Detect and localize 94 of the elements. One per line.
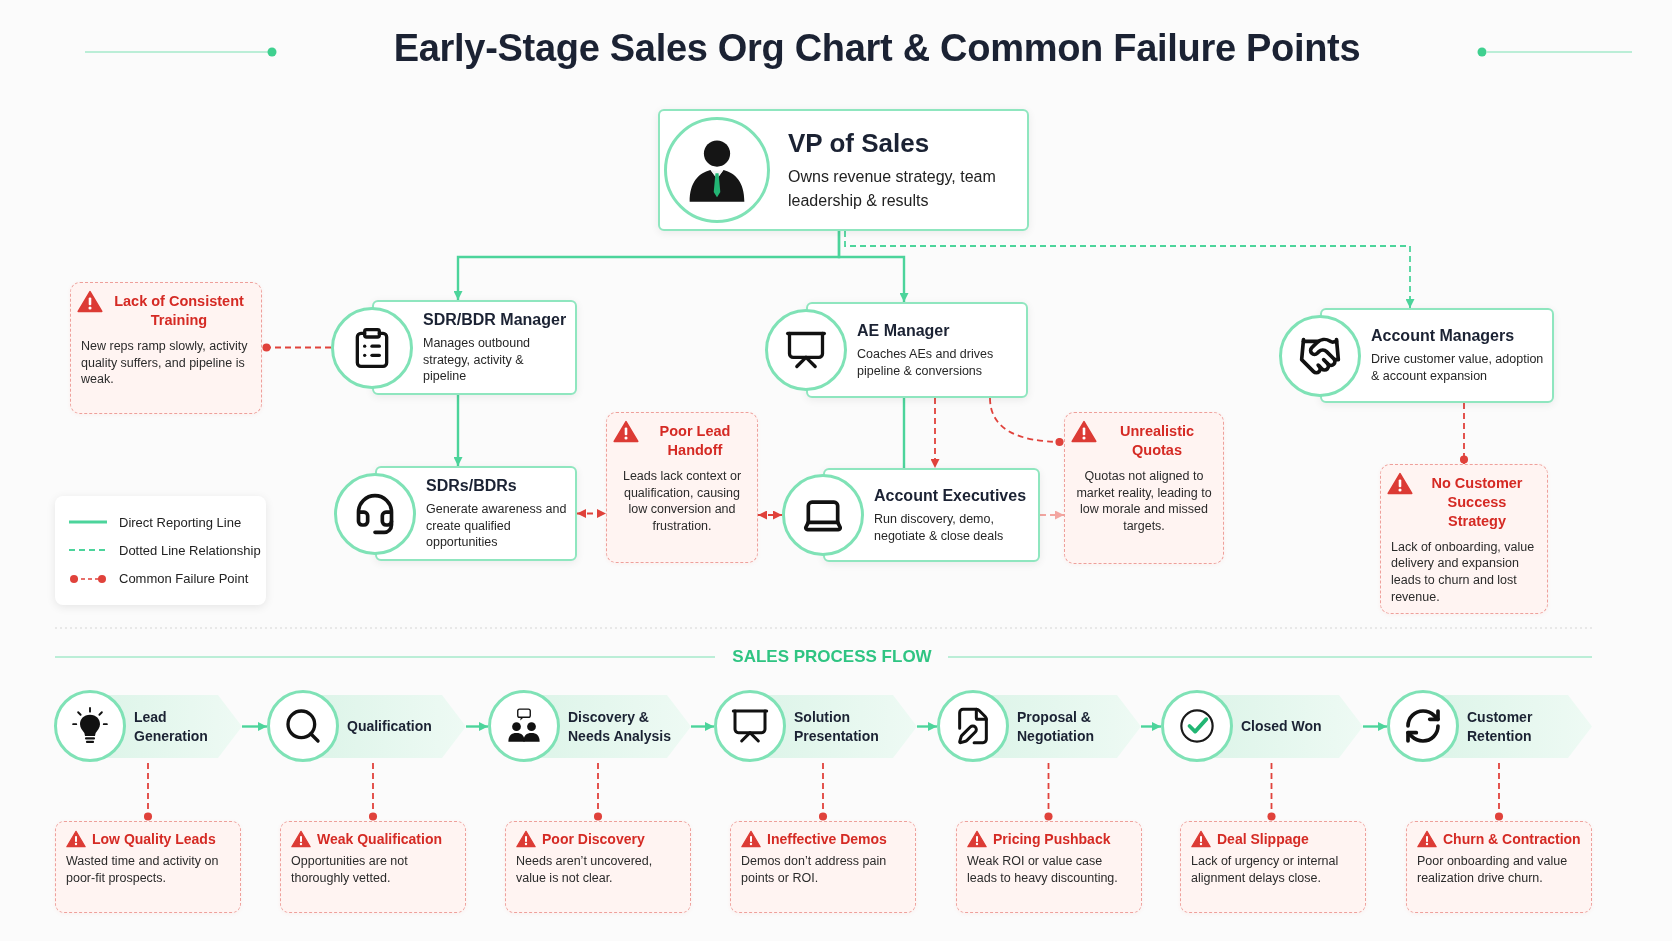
arrow (453, 395, 463, 466)
failure-description: Lack of onboarding, value delivery and expansion leads to churn and lost revenue. (1391, 538, 1536, 607)
failure-card (956, 821, 1142, 913)
diagram-title: Early-Stage Sales Org Chart & Common Failure Points (393, 26, 1361, 71)
role-description: Manages outbound strategy, activity & pipeline (423, 334, 532, 386)
failure-card (55, 821, 241, 913)
legend-label: Dotted Line Relationship (119, 543, 261, 558)
dashed-connector (143, 762, 153, 822)
legend-label: Common Failure Point (119, 571, 249, 587)
role-card (334, 466, 577, 561)
arrow (466, 722, 488, 731)
failure-title: Low Quality Leads (92, 830, 216, 849)
failure-card (1380, 464, 1548, 614)
failure-title: No Customer Success Strategy (1430, 474, 1524, 531)
failure-card (1064, 412, 1224, 564)
dashed-connector (1039, 510, 1065, 520)
arrow (917, 722, 937, 731)
dashed-connector (989, 397, 1065, 446)
failure-card (730, 821, 916, 913)
role-description: Coaches AEs and drives pipeline & conversions (857, 345, 995, 380)
dashed-connector (261, 343, 332, 352)
role-title: Account Executives (874, 485, 1028, 506)
step-label: Discovery & Needs Analysis (568, 708, 672, 745)
connector-line (902, 398, 906, 468)
failure-title: Deal Slippage (1217, 830, 1309, 849)
dashed-connector (593, 762, 603, 822)
step-label: Qualification (347, 717, 432, 736)
failure-card (280, 821, 466, 913)
arrow (1363, 722, 1387, 731)
role-card (658, 109, 1029, 231)
failure-description: Leads lack context or qualification, causing low conversion and frustration. (621, 467, 743, 536)
failure-description: Poor onboarding and value realization drive churn. (1417, 853, 1569, 887)
failure-description: Weak ROI or value case leads to heavy discounting. (967, 853, 1119, 887)
failure-description: Opportunities are not thoroughly vetted. (291, 853, 409, 887)
dashed-connector (576, 509, 607, 518)
role-card (782, 468, 1040, 562)
failure-card (606, 412, 758, 563)
role-description: Owns revenue strategy, team leadership & results (788, 167, 997, 211)
failure-title: Lack of Consistent Training (113, 292, 245, 330)
step-label: Lead Generation (134, 708, 209, 745)
process-step (488, 690, 691, 763)
failure-title: Churn & Contraction (1443, 830, 1581, 849)
dashed-connector (368, 762, 378, 822)
role-card (331, 300, 577, 395)
failure-title: Poor Discovery (542, 830, 645, 849)
dashed-connector (1267, 762, 1276, 822)
dashed-connector (930, 397, 940, 469)
process-step (1161, 690, 1363, 763)
dashed-connector (1044, 762, 1053, 822)
failure-title: Unrealistic Quotas (1118, 422, 1196, 460)
step-label: Closed Won (1241, 717, 1322, 736)
failure-description: New reps ramp slowly, activity quality suffers, and pipeline is weak. (81, 337, 249, 389)
arrow (837, 231, 909, 302)
failure-description: Quotas not aligned to market reality, leading to low morale and missed targets. (1075, 467, 1213, 536)
step-label: Customer Retention (1467, 708, 1534, 745)
failure-title: Pricing Pushback (993, 830, 1111, 849)
failure-title: Ineffective Demos (767, 830, 887, 849)
failure-card (505, 821, 691, 913)
dashed-connector (1459, 402, 1469, 465)
process-step (937, 690, 1141, 763)
role-card (765, 302, 1028, 398)
step-label: Proposal & Negotiation (1017, 708, 1095, 745)
process-step (267, 690, 466, 763)
legend-label: Direct Reporting Line (119, 514, 242, 530)
role-description: Drive customer value, adoption & account expansion (1371, 351, 1545, 385)
process-step (714, 690, 917, 763)
role-title: VP of Sales (788, 128, 931, 160)
arrow (1141, 722, 1161, 731)
role-title: AE Manager (857, 320, 951, 341)
section-heading: SALES PROCESS FLOW (732, 646, 932, 668)
role-title: Account Managers (1371, 326, 1516, 347)
role-title: SDRs/BDRs (426, 475, 518, 496)
role-card (1279, 308, 1554, 403)
role-description: Run discovery, demo, negotiate & close deals (874, 510, 1005, 545)
process-step (54, 690, 242, 763)
failure-description: Demos don’t address pain points or ROI. (741, 853, 888, 887)
role-description: Generate awareness and create qualified opportunities (426, 500, 568, 552)
process-step (1387, 690, 1592, 763)
failure-card (1180, 821, 1366, 913)
step-label: Solution Presentation (794, 708, 880, 745)
failure-card (70, 282, 262, 414)
failure-title: Weak Qualification (317, 830, 442, 849)
dashed-connector (1494, 762, 1504, 822)
role-title: SDR/BDR Manager (423, 309, 568, 330)
dashed-connector (757, 510, 783, 520)
dashed-connector (818, 762, 828, 822)
failure-description: Lack of urgency or internal alignment delays close. (1191, 853, 1340, 887)
failure-description: Needs aren’t uncovered, value is not clear. (516, 853, 654, 887)
dashed-connector (844, 230, 1415, 309)
failure-title: Poor Lead Handoff (658, 422, 732, 460)
failure-card (1406, 821, 1592, 913)
arrow (242, 722, 267, 731)
failure-description: Wasted time and activity on poor-fit prospects. (66, 853, 220, 887)
arrow (691, 722, 714, 731)
